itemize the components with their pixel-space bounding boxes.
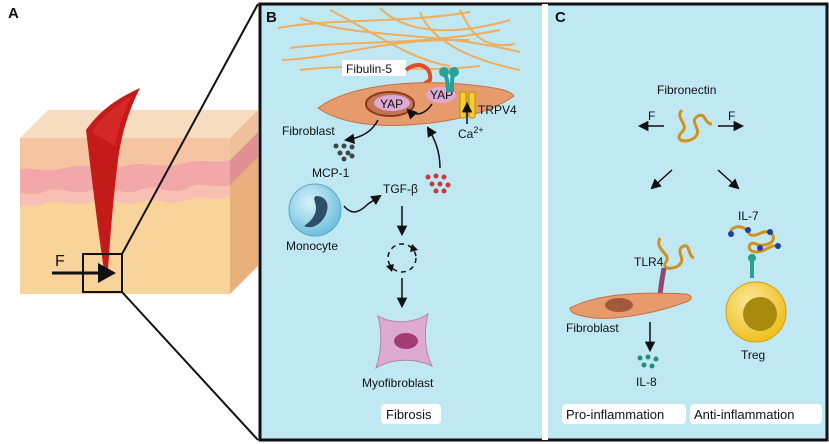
skin-side-pink — [230, 132, 258, 185]
fibroblast-c-label: Fibroblast — [566, 321, 619, 335]
il8-dots — [637, 354, 659, 369]
panel-a: A F — [8, 3, 259, 441]
yap-translocation-arrow — [406, 103, 433, 120]
calcium-label: Ca2+ — [458, 125, 484, 141]
mcp1-label: MCP-1 — [312, 166, 350, 180]
calcium-superscript: 2+ — [473, 125, 483, 135]
cycle-arrowhead-2 — [386, 264, 394, 272]
force-left-label: F — [648, 109, 655, 123]
skin-epidermis — [20, 138, 230, 170]
skin-dermis-wave — [20, 160, 230, 194]
mcp1-dots — [333, 143, 355, 162]
skin-top-face — [20, 110, 258, 138]
calcium-text: Ca — [458, 127, 474, 141]
fibrosis-chip — [381, 404, 441, 424]
treg-label: Treg — [741, 348, 765, 362]
il7-dots — [728, 227, 781, 251]
fibronectin-fiber — [677, 108, 713, 143]
skin-side-epidermis — [230, 110, 258, 160]
treg-receptor-head — [748, 254, 756, 262]
panel-b-letter: B — [266, 9, 277, 26]
activation-cycle — [387, 243, 417, 273]
arrow-to-treg — [717, 169, 740, 190]
fibulin-linker — [404, 63, 433, 86]
il7-label: IL-7 — [738, 209, 759, 223]
tgfb-label: TGF-β — [383, 182, 418, 196]
yap-nucleus-bubble — [374, 95, 410, 111]
zoom-line-bottom — [121, 291, 259, 441]
arrow-tgfb-to-cell — [426, 126, 441, 169]
monocyte-cell — [288, 183, 342, 237]
fibroblast-label: Fibroblast — [282, 124, 335, 138]
pro-inflammation-label: Pro-inflammation — [566, 407, 664, 422]
panel-b: B Fibulin-5 YAP YAP — [266, 7, 521, 424]
treg-nucleus — [743, 297, 777, 331]
anti-inflammation-chip — [690, 404, 822, 424]
integrin-receptor — [439, 67, 459, 93]
skin-block — [20, 110, 258, 294]
tgfb-dots — [425, 173, 451, 194]
trpv4-label: TRPV4 — [478, 103, 517, 117]
tlr4-label: TLR4 — [634, 255, 664, 269]
ecm-fibers — [277, 7, 521, 71]
anti-inflammation-label: Anti-inflammation — [694, 407, 794, 422]
panel-c-bg — [548, 4, 827, 440]
bound-fibronectin-left — [657, 237, 695, 270]
force-right-label: F — [728, 109, 735, 123]
panel-bc-frame — [258, 2, 829, 442]
fibulin-label: Fibulin-5 — [346, 62, 392, 76]
cycle-arrowhead-1 — [410, 244, 418, 252]
myofibroblast-nucleus — [394, 333, 418, 349]
panel-c: C Fibronectin F F TLR4 Fibroblast IL-8 I… — [555, 9, 822, 424]
fibrosis-label: Fibrosis — [386, 407, 432, 422]
force-label: F — [55, 253, 65, 270]
fibroblast-c-nucleus — [605, 298, 633, 312]
arrow-monocyte-to-tgfb — [343, 194, 382, 213]
fibronectin-label: Fibronectin — [657, 83, 716, 97]
panel-c-letter: C — [555, 9, 566, 26]
force-arrowhead — [98, 263, 116, 283]
arrow-to-fibroblast — [650, 169, 673, 190]
monocyte-label: Monocyte — [286, 239, 338, 253]
panel-a-letter: A — [8, 5, 19, 22]
wound-highlight — [92, 96, 132, 146]
fibulin-label-bg — [342, 60, 406, 76]
arrow-to-mcp1 — [343, 119, 379, 145]
il8-label: IL-8 — [636, 375, 657, 389]
trpv4-channel — [459, 91, 476, 124]
yap-nucleus-label: YAP — [380, 97, 403, 111]
pro-inflammation-chip — [562, 404, 686, 424]
panel-divider — [542, 4, 548, 440]
skin-dermis-wave-lower — [20, 184, 230, 206]
myofibroblast-label: Myofibroblast — [362, 376, 434, 390]
zoom-line-top — [121, 3, 259, 255]
monocyte-nucleus — [304, 196, 328, 228]
